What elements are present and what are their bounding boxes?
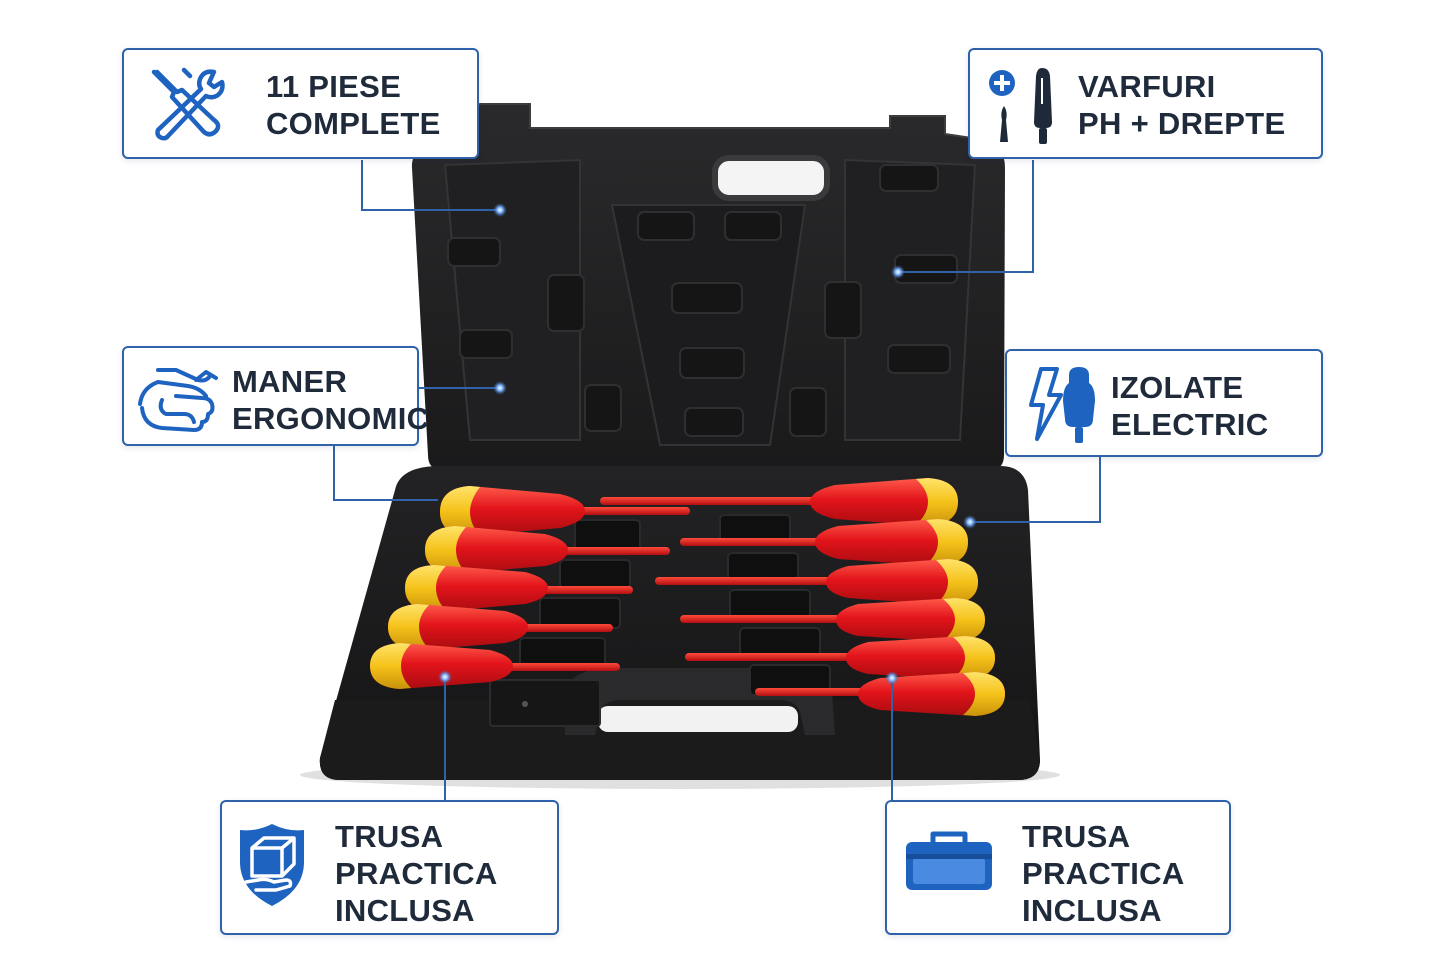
callout-label: 11 PIESE COMPLETE bbox=[266, 69, 441, 141]
screwdriver bbox=[388, 604, 613, 650]
callout-label: VARFURI PH + DREPTE bbox=[1078, 69, 1286, 141]
screwdriver bbox=[600, 478, 958, 526]
leader-dots bbox=[438, 203, 977, 685]
callout-izolate-electric: IZOLATE ELECTRIC bbox=[1005, 349, 1323, 457]
callout-trusa-practica-left: TRUSA PRACTICA INCLUSA bbox=[220, 800, 559, 935]
callout-label: MANER ERGONOMIC bbox=[232, 364, 430, 436]
screwdriver bbox=[370, 643, 620, 689]
screwdrivers-right-group bbox=[600, 478, 1005, 716]
screwdriver bbox=[440, 486, 690, 536]
tools-icon bbox=[144, 64, 230, 149]
toolbox-icon bbox=[903, 830, 995, 899]
ergonomic-grip-icon bbox=[136, 360, 220, 439]
screwdriver-tips-icon bbox=[984, 64, 1070, 153]
screwdriver bbox=[425, 526, 670, 574]
screwdrivers-left-group bbox=[370, 486, 690, 689]
callout-label: IZOLATE ELECTRIC bbox=[1111, 370, 1269, 442]
screwdriver bbox=[655, 559, 978, 605]
shield-hand-icon bbox=[236, 820, 308, 913]
lightning-insulated-icon bbox=[1023, 365, 1103, 450]
screwdriver bbox=[685, 636, 995, 680]
callout-11-piese: 11 PIESE COMPLETE bbox=[122, 48, 479, 159]
screwdriver bbox=[680, 598, 985, 642]
callout-maner-ergonomic: MANER ERGONOMIC bbox=[122, 346, 429, 446]
callout-label: TRUSA PRACTICA INCLUSA bbox=[1022, 819, 1185, 928]
callout-trusa-practica-right: TRUSA PRACTICA INCLUSA bbox=[885, 800, 1231, 935]
screwdriver bbox=[680, 519, 968, 566]
leader-lines bbox=[333, 160, 1101, 800]
case-lid bbox=[411, 103, 1005, 470]
callout-label: TRUSA PRACTICA INCLUSA bbox=[335, 819, 498, 928]
callout-varfuri: VARFURI PH + DREPTE bbox=[968, 48, 1323, 159]
screwdriver bbox=[405, 565, 633, 612]
